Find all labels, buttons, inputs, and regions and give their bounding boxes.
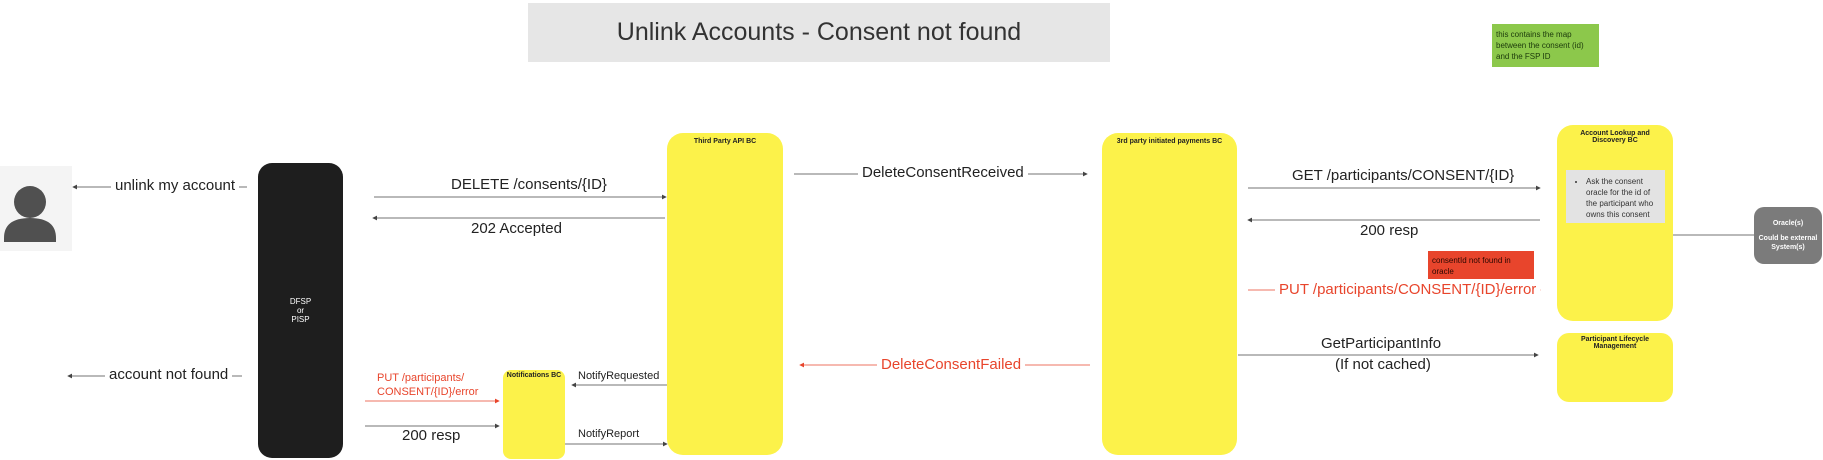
msg-delete-consent-received: DeleteConsentReceived <box>858 164 1028 181</box>
third-party-payments-lane: 3rd party initiated payments BC <box>1102 133 1237 455</box>
pisp-label: PISP <box>291 315 310 324</box>
msg-delete-consents: DELETE /consents/{ID} <box>447 176 611 193</box>
msg-get-participant-info: GetParticipantInfo <box>1317 335 1446 352</box>
user-icon <box>0 166 72 251</box>
msg-put-error-right: PUT /participants/CONSENT/{ID}/error <box>1275 281 1541 298</box>
participant-lifecycle-label: Participant Lifecycle Management <box>1580 336 1650 350</box>
account-lookup-lane: Account Lookup and Discovery BC <box>1557 125 1673 321</box>
msg-202-accepted: 202 Accepted <box>467 220 566 237</box>
or-label: or <box>296 306 305 315</box>
consent-not-found-note: consentId not found in oracle <box>1428 251 1534 279</box>
account-lookup-label: Account Lookup and Discovery BC <box>1580 130 1650 144</box>
participant-lifecycle-lane: Participant Lifecycle Management <box>1557 333 1673 402</box>
msg-200-resp-right: 200 resp <box>1356 222 1423 239</box>
msg-put-error-left-line2: CONSENT/{ID}/error <box>377 386 479 398</box>
msg-notify-requested: NotifyRequested <box>575 370 663 382</box>
oracle-external-label: Could be external System(s) <box>1758 235 1818 251</box>
notifications-bc-label: Notifications BC <box>506 372 562 379</box>
page-title: Unlink Accounts - Consent not found <box>528 3 1110 62</box>
oracle-label: Oracle(s) <box>1772 220 1804 227</box>
msg-delete-consent-failed: DeleteConsentFailed <box>877 356 1026 373</box>
oracle-query-text: Ask the consent oracle for the id of the… <box>1586 176 1657 220</box>
msg-put-error-left: PUT /participants/ CONSENT/{ID}/error <box>377 371 478 399</box>
msg-get-participants: GET /participants/CONSENT/{ID} <box>1288 167 1519 184</box>
third-party-api-lane: Third Party API BC <box>667 133 783 455</box>
msg-notify-report: NotifyReport <box>575 428 643 440</box>
msg-put-error-left-line1: PUT /participants/ <box>377 372 465 384</box>
msg-200-resp-left: 200 resp <box>398 427 465 444</box>
note-consent-map: this contains the map between the consen… <box>1492 24 1599 67</box>
dfsp-label: DFSP <box>289 297 312 306</box>
dfsp-pisp-lane: DFSP or PISP <box>258 163 343 458</box>
third-party-api-label: Third Party API BC <box>693 138 757 145</box>
msg-unlink-account: unlink my account <box>111 177 240 194</box>
oracle-query-note: Ask the consent oracle for the id of the… <box>1566 170 1665 223</box>
notifications-bc-lane: Notifications BC <box>503 370 565 459</box>
msg-if-not-cached: (If not cached) <box>1331 356 1435 373</box>
third-party-payments-label: 3rd party initiated payments BC <box>1116 138 1223 145</box>
msg-account-not-found: account not found <box>105 366 233 383</box>
oracle-box: Oracle(s) Could be external System(s) <box>1754 207 1822 264</box>
